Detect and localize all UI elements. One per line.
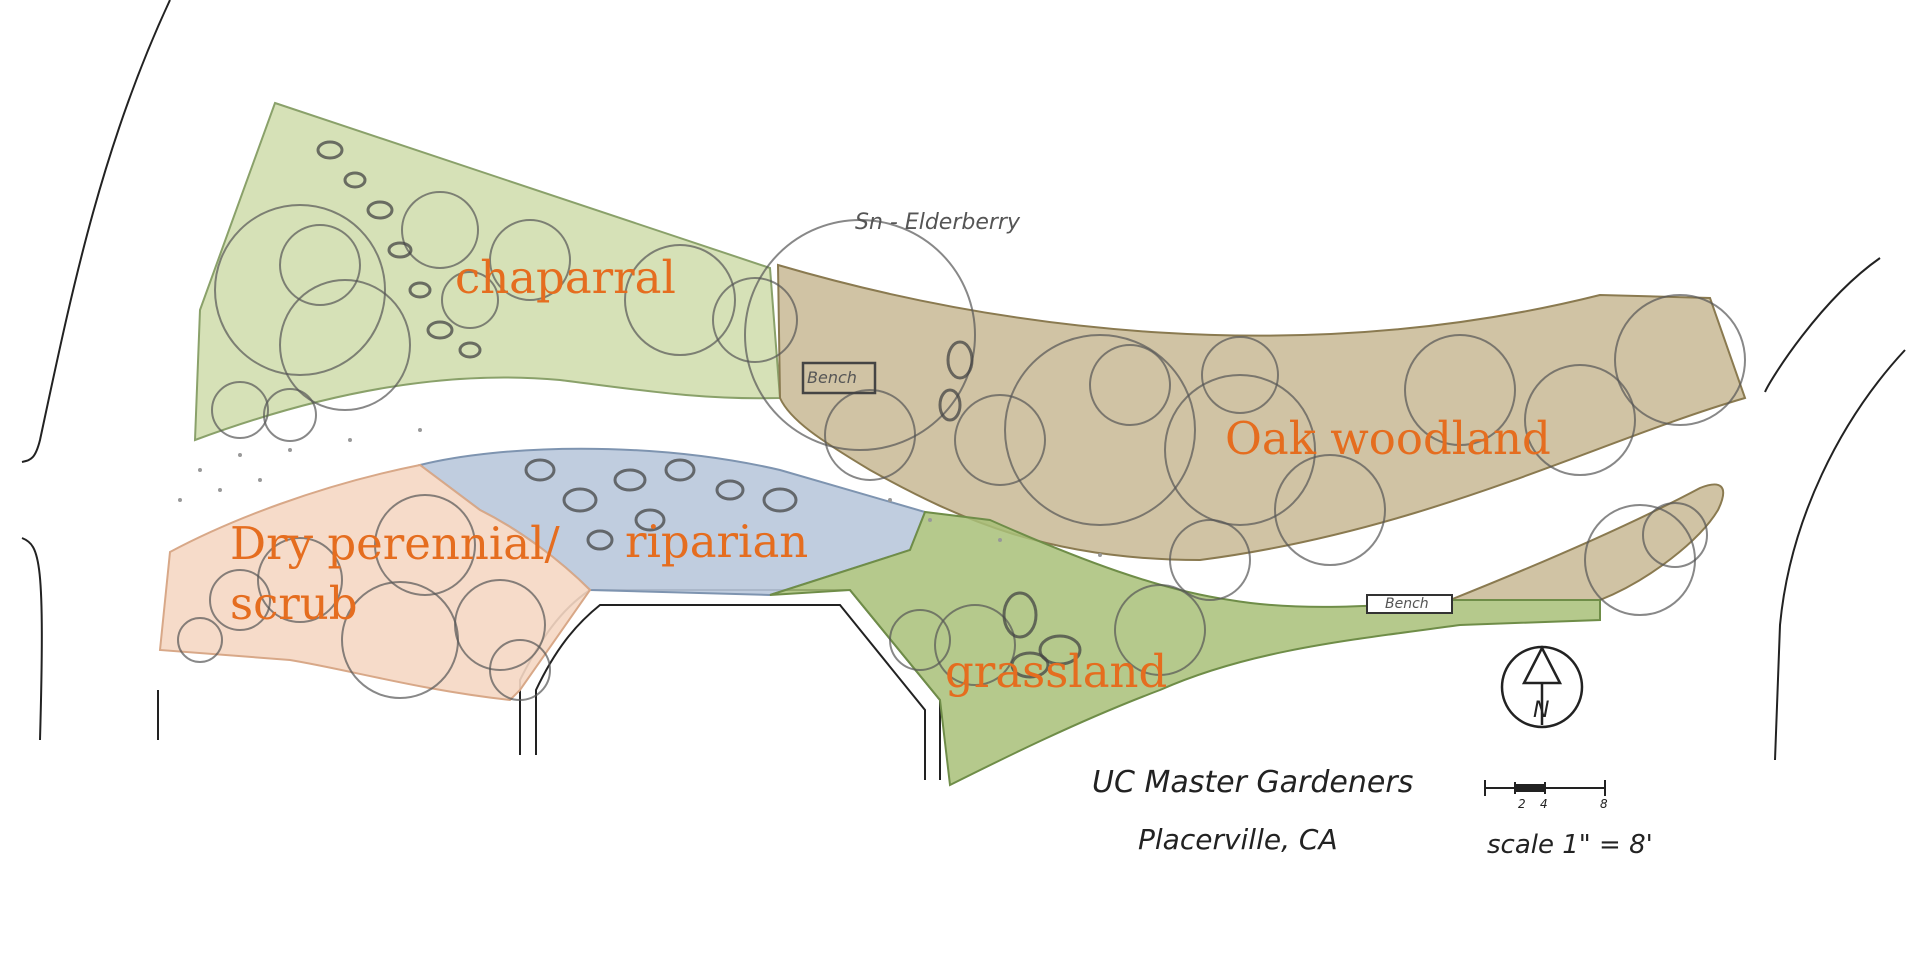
scale-tick-4: 4 [1540,797,1548,811]
path-gravel [178,428,1102,557]
dry-perennial-label-line1: Dry perennial/ [230,517,560,570]
chaparral-label: chaparral [455,251,676,304]
scale-tick-8: 8 [1600,797,1608,811]
plant-symbols [177,191,1746,701]
scale-label: scale 1" = 8' [1487,830,1653,860]
dry-perennial-zone [158,463,592,702]
dry-perennial-label-line2: scrub [230,577,358,630]
grassland-label: grassland [945,645,1168,698]
bench-right-label: Bench [1385,596,1429,612]
oak-woodland-zone [776,263,1747,562]
riparian-label: riparian [625,515,809,568]
org-title: UC Master Gardeners [1092,765,1414,800]
chaparral-zone [193,101,782,442]
oak-woodland-tail [1449,483,1725,601]
bench-left [801,361,877,395]
scale-tick-2: 2 [1518,797,1526,811]
bench-right [1366,594,1453,614]
boulders [316,140,1082,679]
grassland-zone [769,510,1601,787]
location-title: Placerville, CA [1138,823,1338,856]
bench-left-label: Bench [807,368,857,387]
elderberry-note: Sn - Elderberry [855,210,1020,235]
north-arrow-icon [1500,645,1584,729]
scale-bar [1484,780,1606,796]
north-label: N [1533,698,1550,723]
oak-woodland-label: Oak woodland [1225,412,1551,465]
